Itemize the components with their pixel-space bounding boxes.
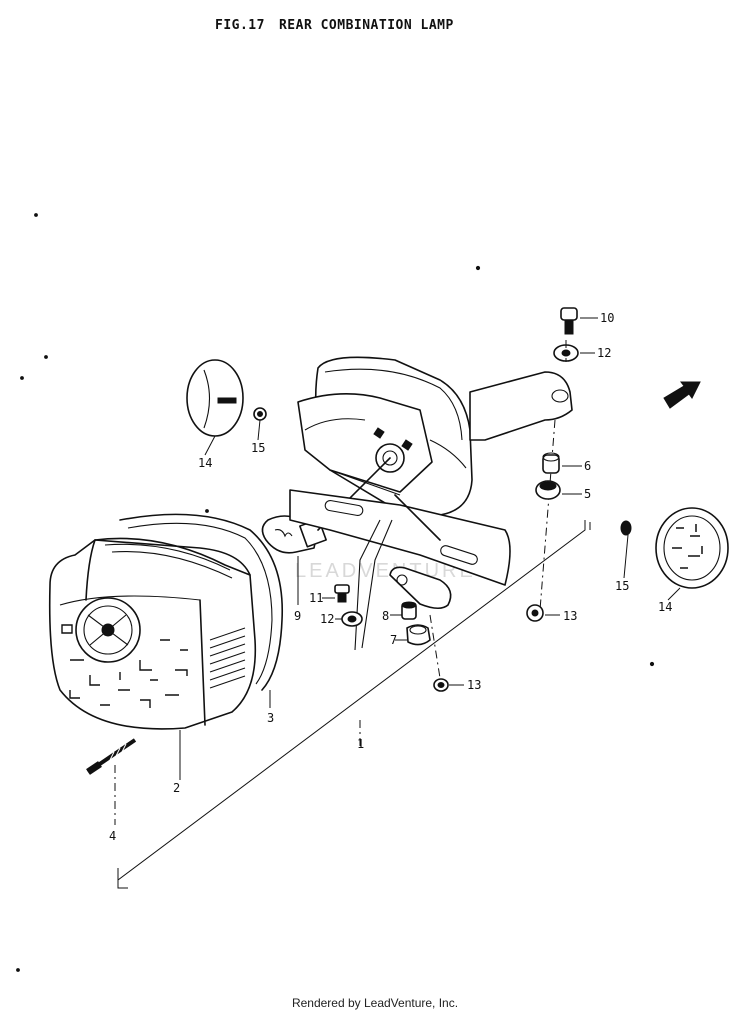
collar-8 bbox=[390, 601, 417, 620]
callout-4: 4 bbox=[109, 829, 116, 843]
figure-code: FIG.17 bbox=[215, 18, 265, 33]
callout-11: 11 bbox=[309, 591, 323, 605]
nut-13-right bbox=[526, 604, 560, 622]
figure-title: FIG.17 REAR COMBINATION LAMP bbox=[215, 18, 468, 33]
callout-15-left: 15 bbox=[251, 441, 265, 455]
callout-13-bottom: 13 bbox=[467, 678, 481, 692]
lamp-gasket bbox=[119, 513, 284, 691]
reflector-14-left bbox=[186, 359, 244, 437]
reflector-14-right bbox=[655, 507, 729, 589]
callout-7: 7 bbox=[390, 633, 397, 647]
callout-12-top: 12 bbox=[597, 346, 611, 360]
callout-5: 5 bbox=[584, 487, 591, 501]
lamp-base bbox=[289, 356, 573, 651]
callout-9: 9 bbox=[294, 609, 301, 623]
footer-credit: Rendered by LeadVenture, Inc. bbox=[291, 996, 459, 1010]
washer-12-bottom bbox=[335, 611, 363, 627]
callout-6: 6 bbox=[584, 459, 591, 473]
lamp-lens bbox=[48, 537, 257, 730]
assembly-frame bbox=[117, 518, 591, 889]
bolt-10 bbox=[560, 307, 598, 335]
callout-14-right: 14 bbox=[658, 600, 672, 614]
screw-11 bbox=[322, 584, 350, 603]
callout-1: 1 bbox=[357, 737, 364, 751]
callout-13-right: 13 bbox=[563, 609, 577, 623]
callout-8: 8 bbox=[382, 609, 389, 623]
washer-12-top bbox=[553, 344, 595, 362]
nut-15-right bbox=[620, 520, 632, 536]
callout-labels: 10 12 14 15 6 5 9 11 12 8 7 13 15 14 3 1… bbox=[109, 311, 672, 843]
figure-name: REAR COMBINATION LAMP bbox=[278, 18, 454, 33]
callout-10: 10 bbox=[600, 311, 614, 325]
callout-3: 3 bbox=[267, 711, 274, 725]
callout-15-right: 15 bbox=[615, 579, 629, 593]
cushion-7 bbox=[395, 624, 431, 646]
collar-6 bbox=[542, 452, 582, 474]
nut-13-bottom bbox=[433, 678, 464, 692]
callout-14-left: 14 bbox=[198, 456, 212, 470]
arrow-icon bbox=[663, 381, 701, 409]
callout-12-bottom: 12 bbox=[320, 612, 334, 626]
screw-4 bbox=[86, 738, 137, 825]
scan-specks bbox=[16, 213, 655, 972]
cushion-5 bbox=[535, 480, 582, 500]
callout-2: 2 bbox=[173, 781, 180, 795]
nut-15-left bbox=[253, 407, 267, 421]
